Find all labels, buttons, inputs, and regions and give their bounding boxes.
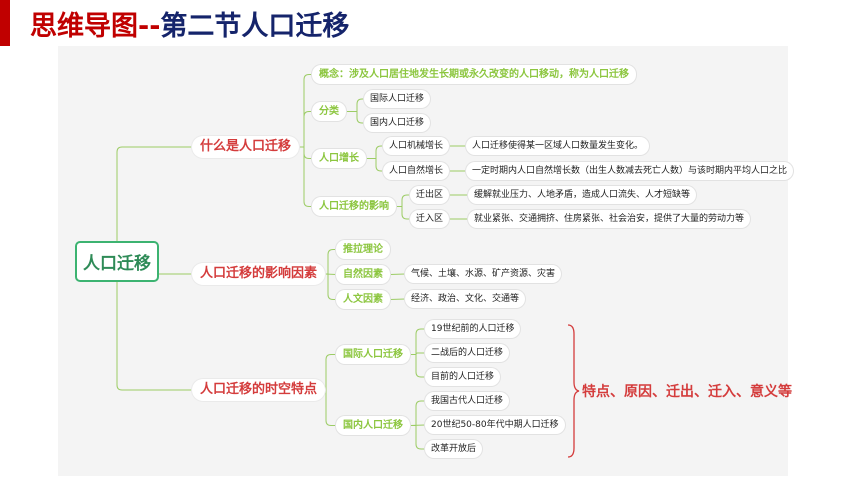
node-human-factors: 人文因素: [336, 290, 390, 309]
node-ancient-china: 我国古代人口迁移: [425, 392, 510, 410]
node-pre-19th-century: 19世纪前的人口迁移: [425, 320, 521, 338]
detail-mechanical-growth: 人口迁移使得某一区域人口数量发生变化。: [466, 137, 650, 155]
title-main: 第二节人口迁移: [160, 11, 350, 42]
detail-natural-growth: 一定时期内人口自然增长数（出生人数减去死亡人数）与该时期内平均人口之比: [466, 162, 794, 180]
node-natural-growth: 人口自然增长: [383, 162, 450, 180]
detail-emigration-area: 缓解就业压力、人地矛盾，造成人口流失、人才短缺等: [468, 186, 697, 204]
connector-line: [299, 146, 312, 159]
connector-line: [410, 328, 425, 355]
connector-line: [389, 273, 406, 275]
connector-line: [325, 354, 336, 391]
page-title: 思维导图--第二节人口迁移: [30, 4, 349, 43]
connector-line: [116, 261, 192, 391]
node-domestic-migration: 国内人口迁移: [364, 114, 431, 132]
summary-brace: [567, 324, 580, 458]
node-concept: 概念：涉及人口居住地发生长期或永久改变的人口移动，称为人口迁移: [312, 65, 636, 84]
node-push-pull-theory: 推拉理论: [336, 240, 390, 259]
connector-line: [325, 273, 336, 300]
node-emigration-area: 迁出区: [410, 186, 450, 204]
branch-influencing-factors: 人口迁移的影响因素: [192, 263, 326, 285]
detail-human-factors: 经济、政治、文化、交通等: [405, 290, 526, 308]
node-1950s-1980s: 20世纪50-80年代中期人口迁移: [425, 416, 565, 434]
connector-line: [410, 400, 425, 426]
connector-line: [396, 194, 410, 207]
node-domestic-migration-history: 国内人口迁移: [336, 416, 410, 435]
connector-line: [325, 389, 336, 426]
branch-spatiotemporal-features: 人口迁移的时空特点: [192, 379, 326, 401]
connector-line: [299, 111, 312, 148]
mindmap-root: 人口迁移: [75, 241, 159, 282]
node-immigration-area: 迁入区: [410, 210, 450, 228]
title-accent-bar: [0, 0, 10, 46]
connector-line: [389, 298, 406, 300]
connector-line: [325, 249, 336, 275]
detail-natural-factors: 气候、土壤、水源、矿产资源、灾害: [405, 265, 562, 283]
node-international-migration: 国际人口迁移: [364, 90, 431, 108]
summary-label: 特点、原因、迁出、迁入、意义等: [582, 384, 792, 400]
node-classification: 分类: [312, 102, 346, 121]
connector-line: [116, 146, 192, 262]
detail-immigration-area: 就业紧张、交通拥挤、住房紧张、社会治安，提供了大量的劳动力等: [468, 210, 751, 228]
node-mechanical-growth: 人口机械增长: [383, 137, 450, 155]
connector-line: [410, 354, 425, 378]
node-reform-era: 改革开放后: [425, 440, 483, 458]
branch-what-is-migration: 什么是人口迁移: [192, 136, 300, 158]
title-prefix: 思维导图--: [30, 11, 161, 42]
connector-line: [346, 111, 364, 124]
connector-line: [346, 98, 364, 112]
node-population-growth: 人口增长: [312, 149, 366, 168]
node-post-wwii: 二战后的人口迁移: [425, 344, 510, 362]
connector-line: [366, 158, 383, 172]
connector-line: [299, 146, 312, 207]
connector-line: [366, 145, 383, 159]
connector-line: [396, 206, 410, 220]
connector-line: [410, 425, 425, 450]
connector-line: [299, 74, 312, 148]
node-current-migration: 目前的人口迁移: [425, 368, 501, 386]
node-natural-factors: 自然因素: [336, 265, 390, 284]
node-international-migration-history: 国际人口迁移: [336, 345, 410, 364]
node-migration-impact: 人口迁移的影响: [312, 197, 396, 216]
